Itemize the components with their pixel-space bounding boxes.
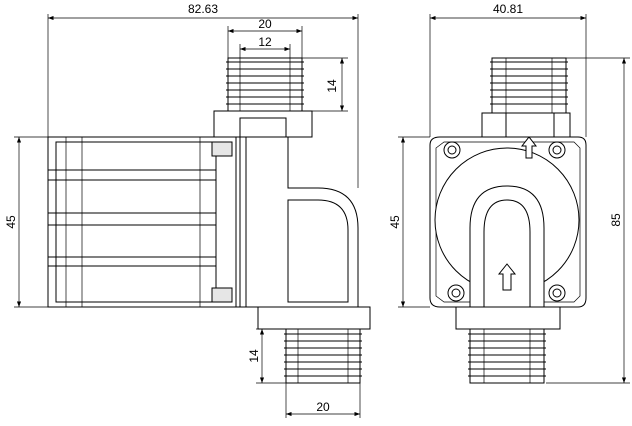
bottom-thread [284,329,362,383]
motor-body [47,136,237,308]
flow-arrow-top-icon [520,136,538,159]
dim-label-top-fitting-inner: 12 [258,35,272,49]
dim-label-front-width: 40.81 [493,2,523,16]
front-view: 40.81 45 85 [388,2,630,384]
dim-label-top-fitting-width: 20 [258,17,272,31]
dim-overall-length: 82.63 [47,2,359,188]
dim-label-side-height: 45 [4,215,18,229]
dim-label-front-height: 45 [388,215,402,229]
dim-top-fitting-inner: 12 [239,35,291,58]
pump-housing [235,136,359,308]
top-fitting [213,57,313,138]
dim-top-fitting-width: 20 [227,17,303,58]
front-bottom-fitting [455,306,561,384]
dim-front-width: 40.81 [429,2,587,137]
dim-label-top-thread-height: 14 [325,79,339,93]
dim-label-bottom-fitting-width: 20 [316,400,330,414]
side-view: 82.63 20 12 14 45 [4,2,371,418]
dim-top-thread-height: 14 [302,57,348,112]
top-thread [226,58,304,111]
dim-label-overall-length: 82.63 [188,2,218,16]
dim-label-bottom-thread-height: 14 [247,349,261,363]
dim-bottom-thread-height: 14 [247,328,286,384]
dim-side-height: 45 [4,136,48,308]
dim-front-height: 45 [388,136,430,308]
dim-label-total-height: 85 [609,213,623,227]
mounting-holes [443,141,566,302]
front-top-fitting [481,57,571,138]
dim-total-height: 85 [546,57,630,384]
dim-bottom-fitting-width: 20 [285,383,361,418]
bottom-fitting [257,306,371,384]
flow-arrow-up-icon [497,263,517,291]
